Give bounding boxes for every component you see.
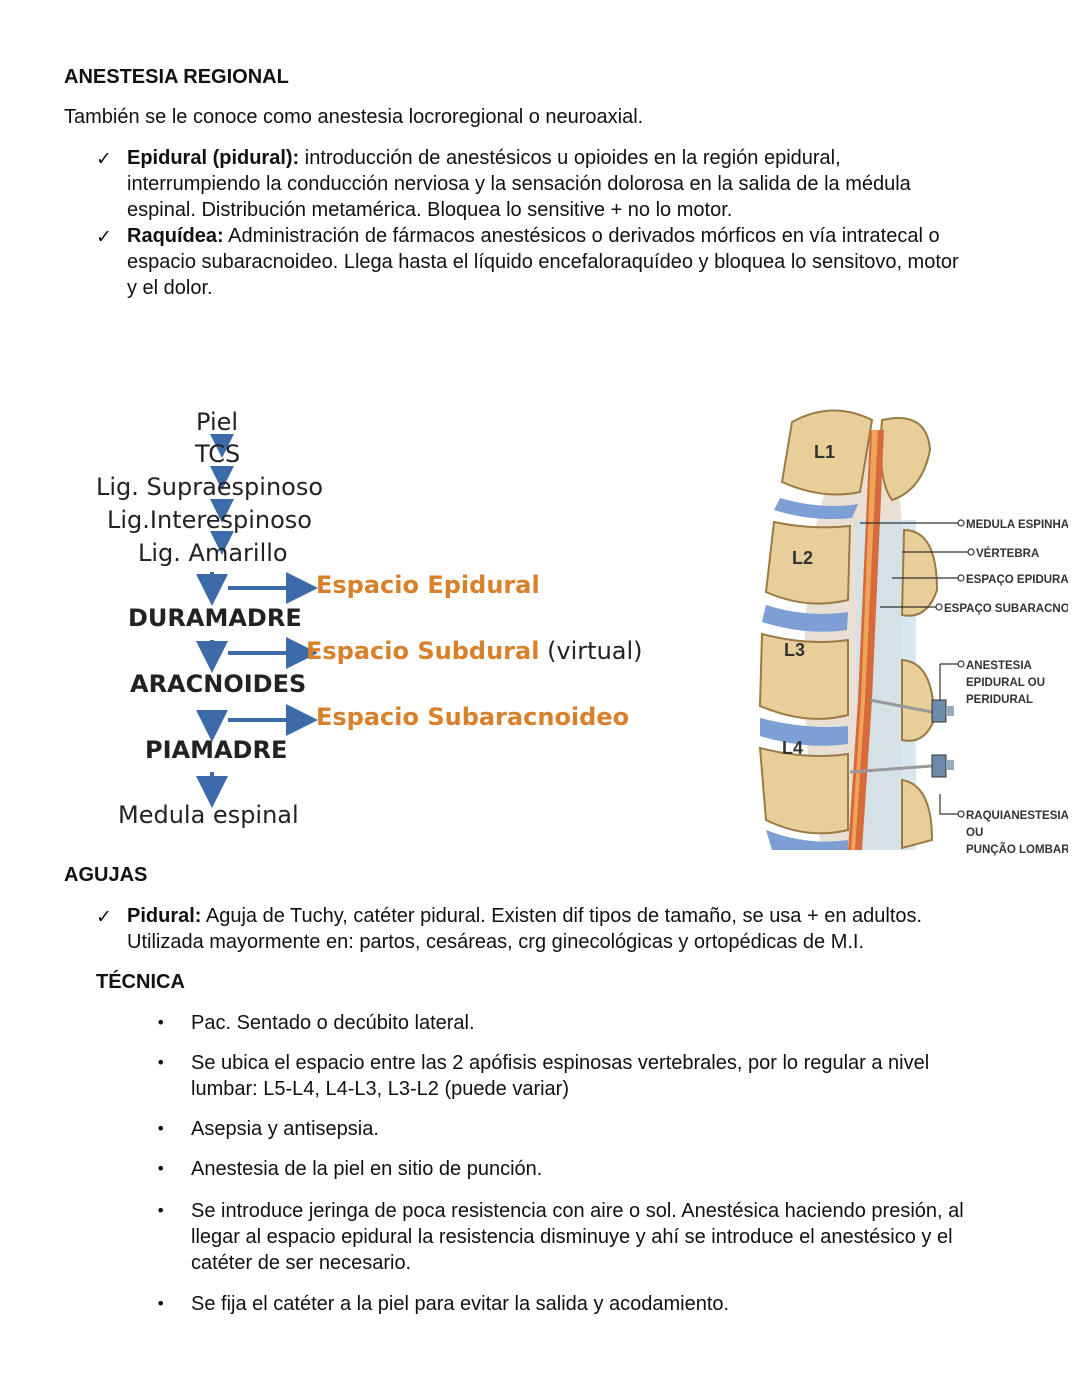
spine-label: ESPAÇO EPIDURAL bbox=[966, 574, 1068, 586]
flow-arrows bbox=[196, 434, 318, 808]
spine-label: OU bbox=[966, 827, 983, 839]
spine-label: ESPAÇO SUBARACNOIDE bbox=[944, 603, 1068, 615]
flow-layer: TCS bbox=[195, 440, 241, 468]
spine-label: MEDULA ESPINHAL bbox=[966, 519, 1068, 531]
flow-space-subaracnoideo: Espacio Subaracnoideo bbox=[316, 703, 630, 731]
bullet-icon: • bbox=[156, 1294, 166, 1313]
epidural-needle bbox=[869, 698, 954, 723]
type-text: espacio subaracnoideo. Llega hasta el lí… bbox=[127, 251, 959, 273]
spine-label: EPIDURAL OU bbox=[966, 677, 1045, 689]
label-leaders bbox=[860, 522, 968, 815]
check-icon: ✓ bbox=[96, 226, 112, 248]
bullet-icon: • bbox=[156, 1201, 166, 1220]
flow-space-epidural: Espacio Epidural bbox=[316, 571, 540, 599]
agujas-term: Pidural: bbox=[127, 905, 202, 927]
spine-label: PUNÇÃO LOMBAR bbox=[966, 843, 1068, 856]
flow-layer: Lig. Supraespinoso bbox=[96, 473, 324, 501]
intro-text: También se le conoce como anestesia locr… bbox=[64, 106, 644, 128]
tecnica-step-line: lumbar: L5-L4, L4-L3, L3-L2 (puede varia… bbox=[191, 1078, 569, 1100]
tecnica-step: Se introduce jeringa de poca resistencia… bbox=[191, 1198, 1061, 1276]
type-term: Epidural (pidural): bbox=[127, 147, 300, 169]
tecnica-step: Anestesia de la piel en sitio de punción… bbox=[191, 1158, 543, 1180]
tecnica-step: Se ubica el espacio entre las 2 apófisis… bbox=[191, 1050, 1051, 1102]
type-raquidea: Raquídea: Administración de fármacos ane… bbox=[127, 223, 1067, 301]
type-text: Administración de fármacos anestésicos o… bbox=[223, 225, 940, 247]
tecnica-step: Pac. Sentado o decúbito lateral. bbox=[191, 1012, 475, 1034]
spine-label: ANESTESIA bbox=[966, 660, 1032, 672]
tecnica-step-line: catéter de ser necesario. bbox=[191, 1252, 412, 1274]
type-text: espinal. Distribución metamérica. Bloque… bbox=[127, 199, 733, 221]
bullet-icon: • bbox=[156, 1053, 166, 1072]
agujas-text: Aguja de Tuchy, catéter pidural. Existen… bbox=[201, 905, 923, 927]
flow-membrane: DURAMADRE bbox=[128, 604, 302, 632]
vertebra-label: L4 bbox=[782, 738, 803, 758]
flow-end: Medula espinal bbox=[118, 801, 299, 829]
vertebra-bodies bbox=[758, 409, 874, 850]
type-epidural: Epidural (pidural): introducción de anes… bbox=[127, 145, 1057, 223]
flow-space-note: (virtual) bbox=[539, 637, 643, 665]
check-icon: ✓ bbox=[96, 906, 112, 928]
agujas-heading: AGUJAS bbox=[64, 864, 148, 886]
spine-label: VÉRTEBRA bbox=[976, 547, 1039, 560]
page-title: ANESTESIA REGIONAL bbox=[64, 66, 289, 88]
spine-drawing: L1 L2 L3 L4 MEDULA ESPINHAL VÉRTEBRA ESP… bbox=[758, 409, 1080, 856]
flow-layer: Lig. Amarillo bbox=[138, 539, 288, 567]
tecnica-step: Asepsia y antisepsia. bbox=[191, 1118, 379, 1140]
flow-space-label: Espacio Subdural bbox=[306, 637, 540, 665]
spine-label: PERIDURAL bbox=[966, 694, 1033, 706]
vertebra-label: L2 bbox=[792, 548, 813, 568]
type-text: y el dolor. bbox=[127, 277, 213, 299]
type-term: Raquídea: bbox=[127, 225, 224, 247]
bullet-icon: • bbox=[156, 1119, 166, 1138]
flow-layer: Lig.Interespinoso bbox=[107, 506, 312, 534]
tecnica-step-line: Se introduce jeringa de poca resistencia… bbox=[191, 1200, 964, 1222]
flow-membrane: ARACNOIDES bbox=[130, 670, 307, 698]
type-text: interrumpiendo la conducción nerviosa y … bbox=[127, 173, 911, 195]
spine-illustration: L1 L2 L3 L4 MEDULA ESPINHAL VÉRTEBRA ESP… bbox=[752, 400, 1080, 870]
check-icon: ✓ bbox=[96, 148, 112, 170]
bullet-icon: • bbox=[156, 1159, 166, 1178]
vertebra-label: L1 bbox=[814, 442, 835, 462]
flow-membrane: PIAMADRE bbox=[145, 736, 288, 764]
agujas-pidural: Pidural: Aguja de Tuchy, catéter pidural… bbox=[127, 903, 1057, 955]
tecnica-step-line: llegar al espacio epidural la resistenci… bbox=[191, 1226, 953, 1248]
layers-flow-diagram: Piel TCS Lig. Supraespinoso Lig.Interesp… bbox=[88, 400, 663, 845]
agujas-text: Utilizada mayormente en: partos, cesárea… bbox=[127, 931, 865, 953]
spine-label: RAQUIANESTESIA bbox=[966, 810, 1068, 822]
tecnica-step: Se fija el catéter a la piel para evitar… bbox=[191, 1293, 730, 1315]
spinal-needle bbox=[849, 754, 954, 778]
flow-layer: Piel bbox=[196, 408, 239, 436]
type-text: introducción de anestésicos u opioides e… bbox=[299, 147, 841, 169]
flow-space-subdural: Espacio Subdural (virtual) bbox=[306, 637, 643, 665]
vertebra-label: L3 bbox=[784, 640, 805, 660]
tecnica-step-line: Se ubica el espacio entre las 2 apófisis… bbox=[191, 1052, 930, 1074]
bullet-icon: • bbox=[156, 1013, 166, 1032]
tecnica-heading: TÉCNICA bbox=[96, 971, 185, 993]
